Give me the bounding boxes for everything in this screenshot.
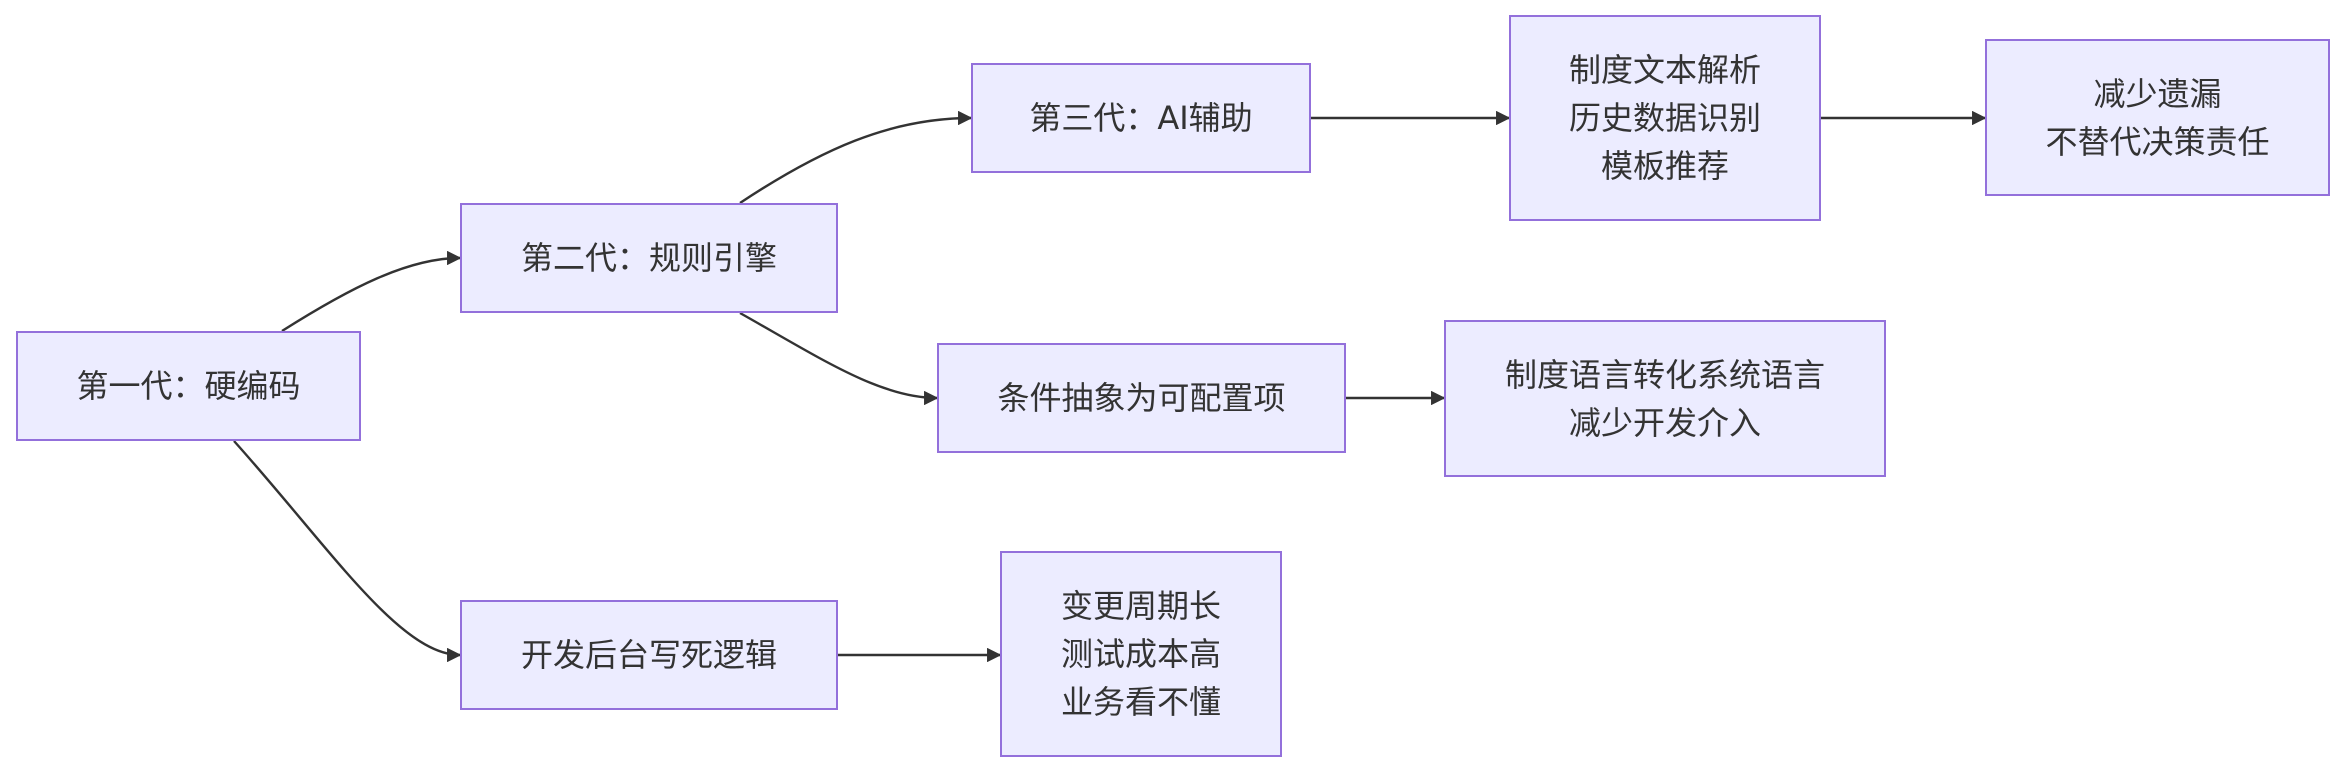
edge-gen1-to-gen1-detail bbox=[233, 440, 462, 663]
node-gen3-detail-line: 历史数据识别 bbox=[1568, 99, 1761, 137]
node-gen3-detail-line: 模板推荐 bbox=[1600, 147, 1729, 185]
node-gen3-label: 第三代：AI辅助 bbox=[1029, 99, 1253, 137]
node-gen1-issue-line: 业务看不懂 bbox=[1060, 683, 1221, 721]
node-gen1-detail: 开发后台写死逻辑 bbox=[460, 600, 838, 710]
edge-gen2-to-gen3 bbox=[739, 110, 973, 205]
node-gen2-label: 第二代：规则引擎 bbox=[520, 239, 777, 277]
node-gen2-benefit-line: 制度语言转化系统语言 bbox=[1504, 355, 1825, 394]
node-gen1-issue-line: 测试成本高 bbox=[1060, 635, 1221, 673]
node-gen3-detail-line: 制度文本解析 bbox=[1568, 51, 1761, 89]
node-gen1-detail-label: 开发后台写死逻辑 bbox=[520, 636, 777, 674]
node-gen2-detail-label: 条件抽象为可配置项 bbox=[997, 379, 1286, 417]
node-gen3-benefit-line: 不替代决策责任 bbox=[2045, 122, 2270, 161]
node-gen1-issues: 变更周期长 测试成本高 业务看不懂 bbox=[1000, 551, 1282, 757]
edge-gen2-to-gen2-detail bbox=[739, 311, 939, 406]
node-gen3-ai-assist: 第三代：AI辅助 bbox=[971, 63, 1311, 173]
edge-gen1-to-gen2 bbox=[281, 250, 462, 333]
node-gen2-benefit-line: 减少开发介入 bbox=[1568, 403, 1761, 442]
node-gen3-benefit-line: 减少遗漏 bbox=[2093, 74, 2222, 113]
node-gen2-benefit: 制度语言转化系统语言 减少开发介入 bbox=[1444, 320, 1886, 477]
node-gen3-detail: 制度文本解析 历史数据识别 模板推荐 bbox=[1509, 15, 1821, 221]
node-gen1-hardcoded: 第一代：硬编码 bbox=[16, 331, 361, 441]
node-gen1-label: 第一代：硬编码 bbox=[76, 367, 301, 405]
node-gen3-benefit: 减少遗漏 不替代决策责任 bbox=[1985, 39, 2330, 196]
node-gen1-issue-line: 变更周期长 bbox=[1060, 587, 1221, 625]
node-gen2-rule-engine: 第二代：规则引擎 bbox=[460, 203, 838, 313]
node-gen2-detail: 条件抽象为可配置项 bbox=[937, 343, 1346, 453]
